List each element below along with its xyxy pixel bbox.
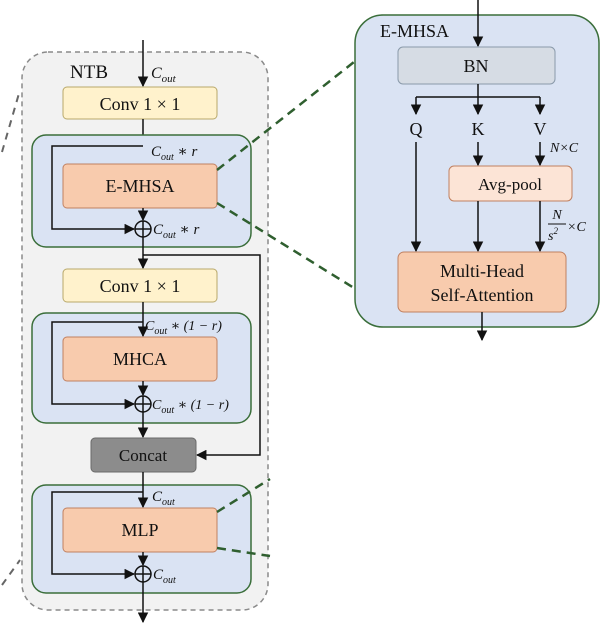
conv1-label: Conv 1 × 1 xyxy=(100,94,181,114)
branch-to-concat xyxy=(143,254,261,461)
mlp-box xyxy=(62,507,218,553)
mlp-dash-bottom xyxy=(216,546,271,558)
c-emhsa-out-label: Cout ∗ r xyxy=(153,222,199,241)
ntb-title: NTB xyxy=(70,62,108,83)
mlp-dash-top xyxy=(216,477,271,514)
v-label: V xyxy=(534,119,547,139)
c-mhca-out-label: Cout ∗ (1 − r) xyxy=(152,398,229,416)
mlp-skip xyxy=(51,491,143,580)
nxc-label: N×C xyxy=(549,141,579,156)
mhca-label: MHCA xyxy=(113,349,167,369)
emhsa-label: E-MHSA xyxy=(105,176,174,196)
emhsa-box xyxy=(62,163,218,209)
mha-line2: Self-Attention xyxy=(431,285,534,305)
c-emhsa-in-label: Cout ∗ r xyxy=(151,144,197,163)
left-dash-bottom xyxy=(1,559,21,586)
c-mlp-in-label: Cout xyxy=(152,489,175,508)
c-mhca-in-label: Cout ∗ (1 − r) xyxy=(145,319,222,337)
c-mlp-out-label: Cout xyxy=(153,567,176,586)
avgpool-label: Avg-pool xyxy=(478,175,542,194)
left-dash-top xyxy=(1,89,21,153)
zoom-connector-bottom xyxy=(216,201,355,290)
conv2-box xyxy=(62,268,218,303)
c-top-label: Cout xyxy=(151,65,177,85)
conv2-label: Conv 1 × 1 xyxy=(100,276,181,296)
mha-line1: Multi-Head xyxy=(440,261,524,281)
emhsa-detail-title: E-MHSA xyxy=(380,21,449,41)
emhsa-skip xyxy=(51,145,143,235)
bn-box xyxy=(397,46,556,85)
avgpool-box xyxy=(448,165,573,202)
mhca-box xyxy=(62,336,218,382)
k-label: K xyxy=(472,119,485,139)
q-label: Q xyxy=(410,119,423,139)
conv1-box xyxy=(62,86,218,120)
frac-denominator: s2 xyxy=(548,226,558,244)
concat-label: Concat xyxy=(119,446,167,465)
mhca-skip xyxy=(51,321,143,410)
bn-label: BN xyxy=(463,56,488,76)
frac-numerator: N xyxy=(551,208,562,223)
frac-suffix: ×C xyxy=(567,220,586,235)
mlp-label: MLP xyxy=(121,520,158,540)
